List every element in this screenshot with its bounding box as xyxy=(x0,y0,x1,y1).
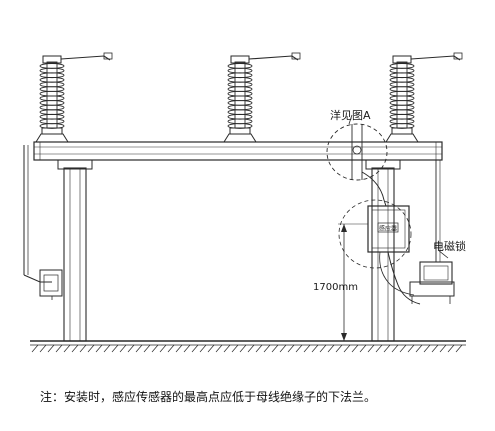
insulator-column-3 xyxy=(385,52,463,143)
insulator-column-2 xyxy=(223,52,301,143)
height-dimension-label: 1700mm xyxy=(313,282,358,293)
operating-linkage-left xyxy=(23,145,63,300)
height-dimension xyxy=(338,223,368,341)
sensor-box-group: 感应器 xyxy=(338,171,421,305)
detail-circle-a xyxy=(326,114,388,181)
installation-note: 注：安装时，感应传感器的最高点应低于母线绝缘子的下法兰。 xyxy=(40,390,377,404)
sensor-box-mark: 感应器 xyxy=(379,225,397,233)
ground xyxy=(30,340,466,353)
support-column-right xyxy=(365,159,401,342)
electromagnetic-lock xyxy=(409,160,455,304)
support-column-left xyxy=(57,159,93,342)
insulator-columns xyxy=(35,52,463,143)
ground-hatching xyxy=(31,344,463,353)
lock-label: 电磁锁 xyxy=(433,240,466,253)
detail-a-label: 洋见图A xyxy=(330,109,371,122)
insulator-column-1 xyxy=(35,52,113,143)
main-beam xyxy=(33,141,443,161)
